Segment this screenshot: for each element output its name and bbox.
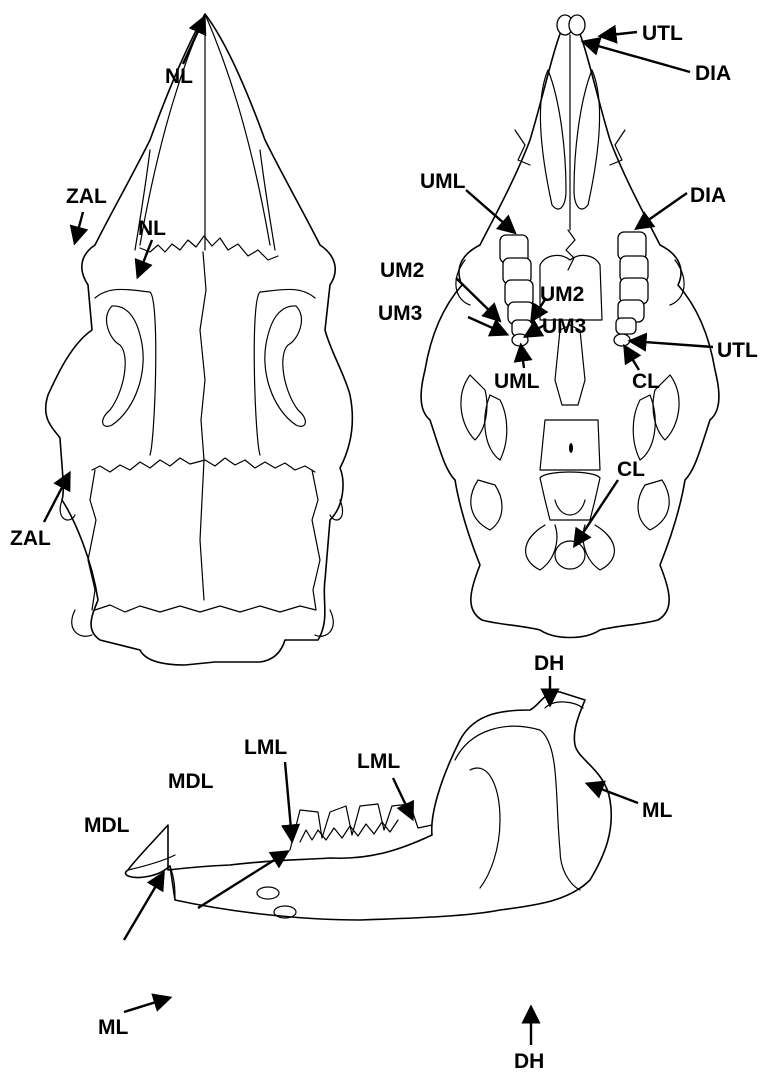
label-lml-left: LML [244,736,287,759]
label-um2-left: UM2 [380,259,424,282]
label-zal-bottom: ZAL [10,527,51,550]
arrow-dia-right [637,193,687,228]
label-nl-mid: NL [138,217,166,240]
arrow-ml-left [124,998,169,1012]
label-dh-bottom: DH [514,1050,544,1073]
label-ml-left: ML [98,1016,128,1039]
label-nl-top: NL [165,65,193,88]
arrow-mdl-left [124,874,163,940]
label-cl-bottom: CL [617,458,645,481]
label-utl-top: UTL [642,22,683,45]
label-dia-right: DIA [690,184,726,207]
arrow-lml-right [393,778,412,818]
label-utl-right: UTL [717,339,758,362]
label-mdl-mid: MDL [168,770,214,793]
label-lml-right: LML [357,750,400,773]
arrow-lml-left [285,762,292,840]
label-um2-right: UM2 [540,283,584,306]
label-ml-right: ML [642,799,672,822]
mandible-lateral-view [125,692,611,920]
label-cl-right: CL [632,370,660,393]
arrow-dia-top [584,42,690,72]
arrow-utl-top [601,32,637,36]
label-um3-left: UM3 [378,302,422,325]
dorsal-skull-view [46,14,353,665]
label-uml-top: UML [420,170,466,193]
label-zal-top: ZAL [66,185,107,208]
label-uml-bottom: UML [494,370,540,393]
label-um3-right: UM3 [542,315,586,338]
label-mdl-left: MDL [84,814,130,837]
label-dh-top: DH [534,652,564,675]
arrow-zal-top [75,212,83,242]
label-dia-top: DIA [695,62,731,85]
